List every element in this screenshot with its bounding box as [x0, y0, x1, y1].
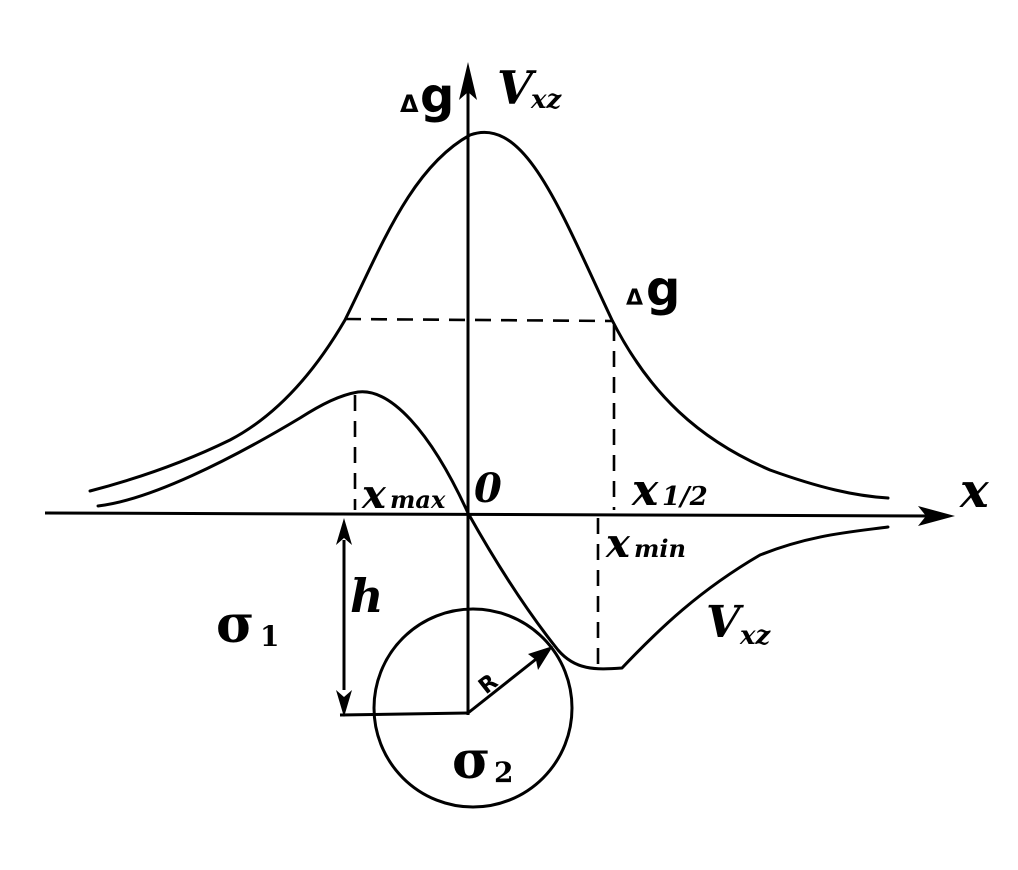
vxz-curve-label: V	[706, 597, 744, 648]
y-axis-g-label: g	[420, 68, 454, 124]
xhalf-label: x	[631, 465, 659, 516]
vxz-curve-subscript: xz	[739, 621, 772, 651]
x-axis-line	[44, 511, 941, 518]
depth-arrow-top	[336, 518, 352, 545]
x-axis-arrowhead	[918, 506, 955, 526]
sigma2-subscript: 2	[494, 756, 513, 789]
radius-arrow-line	[467, 654, 541, 715]
delta-g-curve	[88, 131, 890, 500]
sigma1-label: σ	[216, 594, 254, 655]
radius-label: R	[474, 669, 503, 699]
sigma1-subscript: 1	[260, 620, 279, 653]
radius-arrowhead	[528, 646, 553, 670]
x-axis-label: x	[959, 463, 990, 519]
xmin-label: x	[605, 520, 631, 567]
depth-label: h	[350, 569, 383, 623]
xmin-subscript: min	[634, 534, 686, 563]
y-axis-delta-label: Δ	[400, 90, 419, 118]
xhalf-subscript: 1/2	[662, 482, 708, 512]
y-axis-arrowhead	[459, 62, 477, 100]
y-axis-vxz-subscript: xz	[530, 85, 563, 115]
y-axis-vxz-label: V	[497, 61, 537, 115]
delta-g-curve-delta-label: Δ	[626, 286, 643, 311]
xmax-subscript: max	[390, 485, 446, 514]
xmax-label: x	[361, 471, 387, 518]
depth-baseline	[339, 711, 469, 717]
depth-arrow-bottom	[336, 690, 352, 717]
vxz-curve	[96, 390, 890, 671]
origin-label: 0	[474, 465, 502, 512]
half-max-dashed-line	[344, 317, 613, 323]
sigma2-label: σ	[452, 730, 490, 791]
buried-sphere	[372, 607, 574, 809]
delta-g-curve-g-label: g	[646, 261, 680, 317]
